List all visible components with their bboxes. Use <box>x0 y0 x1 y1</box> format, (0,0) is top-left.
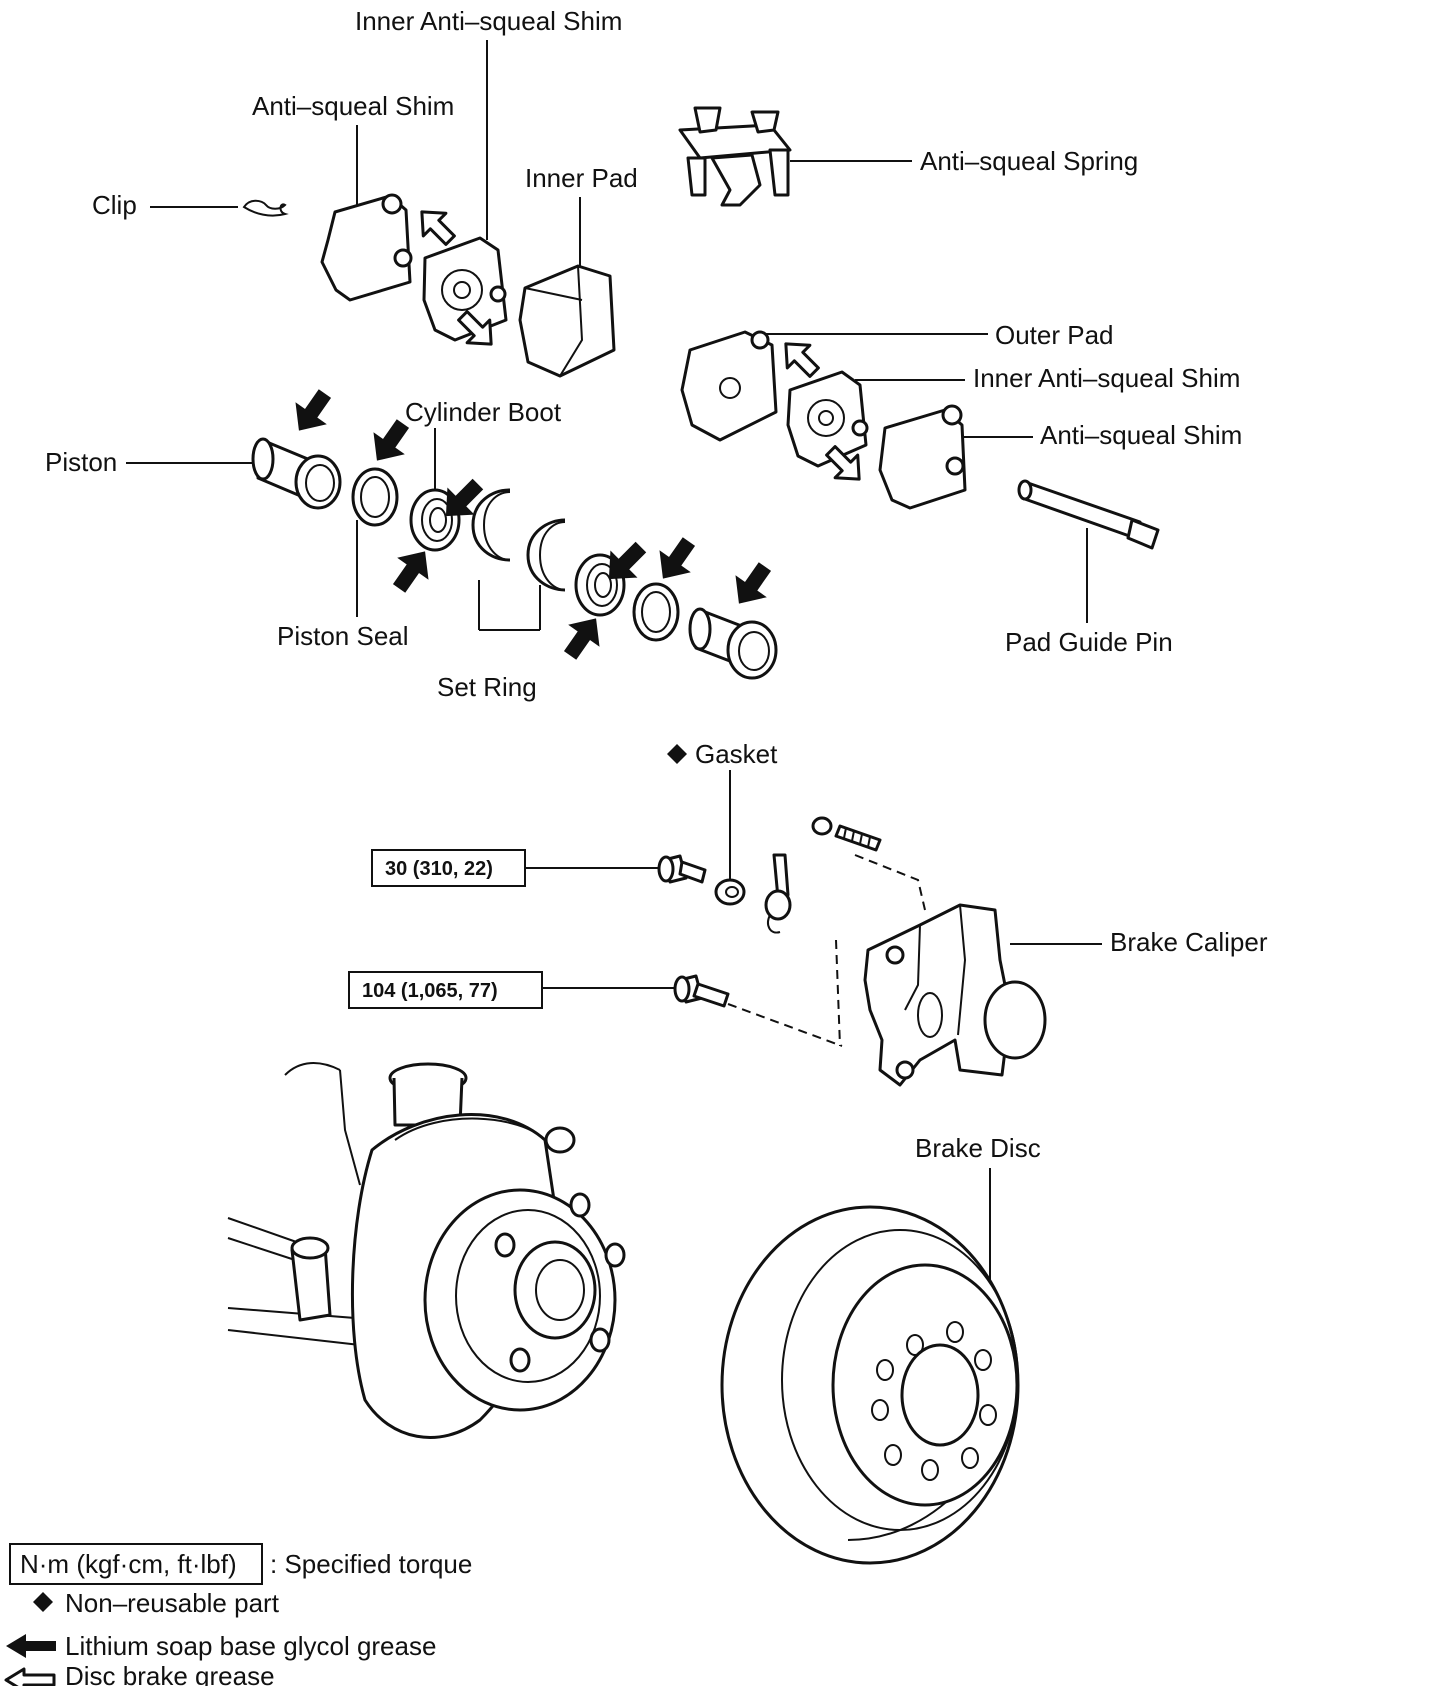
inner-anti-squeal-shim-right-part <box>773 331 872 492</box>
brake-caliper-part <box>863 903 1047 1087</box>
label-anti-squeal-shim-right: Anti–squeal Shim <box>1040 420 1242 450</box>
label-clip: Clip <box>92 190 137 220</box>
anti-squeal-spring-part <box>678 106 792 207</box>
legend-non-reusable: Non–reusable part <box>65 1588 280 1618</box>
label-piston: Piston <box>45 447 117 477</box>
legend: N·m (kgf·cm, ft·lbf) : Specified torque … <box>4 1543 472 1686</box>
legend-white-arrow-icon <box>4 1667 56 1686</box>
brake-disc-part <box>720 1205 1020 1565</box>
label-pad-guide-pin: Pad Guide Pin <box>1005 627 1173 657</box>
label-cylinder-boot: Cylinder Boot <box>405 397 562 427</box>
union-bolt-part <box>657 854 707 884</box>
legend-torque-desc: : Specified torque <box>270 1549 472 1579</box>
label-inner-pad: Inner Pad <box>525 163 638 193</box>
label-set-ring: Set Ring <box>437 672 537 702</box>
label-gasket: Gasket <box>695 739 778 769</box>
piston-left-part <box>251 383 342 510</box>
anti-squeal-shim-right-part <box>878 404 967 510</box>
torque-value-union-bolt: 30 (310, 22) <box>385 858 493 880</box>
clip-part <box>242 199 289 217</box>
piston-right-part <box>688 556 780 680</box>
axle-carrier-hub-part <box>227 1062 626 1439</box>
torque-value-caliper-bolt: 104 (1,065, 77) <box>362 980 498 1002</box>
piston-seal-right-part <box>632 531 704 642</box>
torque-box-caliper-bolt: 104 (1,065, 77) <box>348 971 543 1009</box>
inner-anti-squeal-shim-top-part <box>409 199 508 357</box>
label-anti-squeal-spring: Anti–squeal Spring <box>920 146 1138 176</box>
gasket-part <box>714 878 746 906</box>
bleeder-plug-part <box>811 816 882 852</box>
label-outer-pad: Outer Pad <box>995 320 1114 350</box>
label-piston-seal: Piston Seal <box>277 621 409 651</box>
anti-squeal-shim-top-part <box>320 193 413 302</box>
legend-diamond-icon <box>33 1592 53 1612</box>
non-reusable-mark-gasket <box>667 744 687 764</box>
legend-torque-unit: N·m (kgf·cm, ft·lbf) <box>20 1549 237 1579</box>
legend-lithium-grease: Lithium soap base glycol grease <box>65 1631 436 1661</box>
label-brake-disc: Brake Disc <box>915 1133 1041 1163</box>
cylinder-boot-left-part <box>384 471 491 599</box>
label-anti-squeal-shim-top: Anti–squeal Shim <box>252 91 454 121</box>
piston-seal-left-part <box>351 413 418 527</box>
leader-lines <box>126 40 1102 1280</box>
torque-box-union-bolt: 30 (310, 22) <box>371 849 526 887</box>
inner-pad-part <box>518 264 616 378</box>
legend-black-arrow-icon <box>6 1634 56 1658</box>
caliper-bolt-part <box>673 974 730 1008</box>
label-inner-anti-squeal-shim-top: Inner Anti–squeal Shim <box>355 6 622 36</box>
label-brake-caliper: Brake Caliper <box>1110 927 1268 957</box>
pad-guide-pin-part <box>1017 479 1160 550</box>
outer-pad-part <box>680 330 778 442</box>
brake-hose-fitting-part <box>764 853 792 934</box>
set-ring-left-part <box>471 488 511 562</box>
legend-torque-box <box>9 1543 263 1585</box>
set-ring-right-part <box>526 518 566 592</box>
cylinder-boot-right-part <box>555 534 654 666</box>
legend-disc-grease: Disc brake grease <box>65 1661 275 1686</box>
label-inner-anti-squeal-shim-right: Inner Anti–squeal Shim <box>973 363 1240 393</box>
